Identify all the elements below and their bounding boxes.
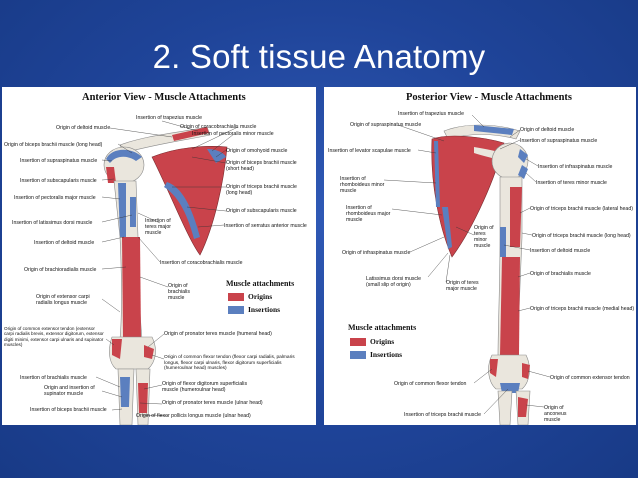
posterior-legend-origins-swatch <box>350 338 366 346</box>
label-insertion-teres-major: Insertion of teres major muscle <box>145 218 171 236</box>
anterior-legend-origins-swatch <box>228 293 244 301</box>
label-origin-pronator-teres-ulnar: Origin of pronator teres muscle (ulnar h… <box>162 400 263 406</box>
label-origin-biceps-short-head: Origin of biceps brachii muscle (short h… <box>226 160 297 172</box>
label-insertion-serratus-anterior: Insertion of serratus anterior muscle <box>224 223 307 229</box>
label-origin-fds-humeroulnar: Origin of flexor digitorum superficialis… <box>162 381 248 393</box>
posterior-legend-insertions-swatch <box>350 351 366 359</box>
label-origin-pronator-teres-humeral: Origin of pronator teres muscle (humeral… <box>164 331 272 337</box>
posterior-legend-insertions-label: Insertions <box>370 350 403 359</box>
label-insertion-pectoralis-major: Insertion of pectoralis major muscle <box>14 195 96 201</box>
posterior-legend-origins-label: Origins <box>370 337 395 346</box>
label-origin-triceps-lateral: Origin of triceps brachii muscle (latera… <box>530 206 633 212</box>
label-origin-brachioradialis: Origin of brachioradialis muscle <box>24 267 97 273</box>
label-origin-supraspinatus: Origin of supraspinatus muscle <box>350 122 422 128</box>
anterior-legend-insertions-swatch <box>228 306 244 314</box>
label-origin-anconeus: Origin of anconeus muscle <box>544 405 567 423</box>
posterior-view-title: Posterior View - Muscle Attachments <box>406 92 573 103</box>
label-insertion-brachialis: Insertion of brachialis muscle <box>20 375 87 381</box>
label-origin-brachialis: Origin of brachialis muscle <box>168 283 190 301</box>
label-origin-omohyoid: Origin of omohyoid muscle <box>226 148 288 154</box>
slide-title: 2. Soft tissue Anatomy <box>152 38 486 75</box>
label-insertion-coracobrachialis: Insertion of coracobrachialis muscle <box>160 260 243 266</box>
label-origin-fpl-ulnar: Origin of flexor pollicis longus muscle … <box>136 413 251 419</box>
label-insertion-deltoid: Insertion of deltoid muscle <box>34 240 95 246</box>
label-insertion-biceps: Insertion of biceps brachii muscle <box>30 407 107 413</box>
label-insertion-trapezius: Insertion of trapezius muscle <box>136 115 203 121</box>
anterior-legend-origins-label: Origins <box>248 292 273 301</box>
label-origin-common-flexor-tendon: Origin of common flexor tendon (flexor c… <box>164 355 295 372</box>
label-insertion-pectoralis-minor: Insertion of pectoralis minor muscle <box>192 131 274 137</box>
label-insertion-supraspinatus: Insertion of supraspinatus muscle <box>20 158 98 164</box>
anterior-humerus-illustration <box>95 120 239 425</box>
anterior-legend-insertions-label: Insertions <box>248 305 281 314</box>
label-origin-triceps-long-head: Origin of triceps brachii muscle (long h… <box>226 184 297 196</box>
label-insertion-triceps-post: Insertion of triceps brachii muscle <box>404 412 481 418</box>
label-origin-teres-major: Origin of teres major muscle <box>446 280 479 292</box>
label-insertion-rhomboideus-major: Insertion of rhomboideus major muscle <box>346 205 391 223</box>
label-origin-deltoid: Origin of deltoid muscle <box>56 125 111 131</box>
posterior-view-panel: Posterior View - Muscle Attachments <box>324 87 636 425</box>
label-insertion-infraspinatus: Insertion of infraspinatus muscle <box>538 164 613 170</box>
label-insertion-subscapularis: Insertion of subscapularis muscle <box>20 178 97 184</box>
label-origin-ecrl: Origin of extensor carpi radialis longus… <box>36 294 90 306</box>
label-origin-subscapularis: Origin of subscapularis muscle <box>226 208 297 214</box>
label-origin-biceps-long-head: Origin of biceps brachii muscle (long he… <box>4 142 103 148</box>
label-insertion-latissimus-dorsi: Insertion of latissimus dorsi muscle <box>12 220 93 226</box>
label-origin-brachialis-post: Origin of brachialis muscle <box>530 271 591 277</box>
posterior-humerus-illustration <box>383 114 551 425</box>
label-origin-triceps-long-post: Origin of triceps brachii muscle (long h… <box>532 233 631 239</box>
anterior-view-panel: Anterior View - Muscle Attachments <box>2 87 316 425</box>
label-origin-teres-minor: Origin of teres minor muscle <box>474 225 494 249</box>
label-insertion-teres-minor: Insertion of teres minor muscle <box>536 180 607 186</box>
label-origin-common-extensor-tendon: Origin of common extensor tendon (extens… <box>4 326 104 348</box>
label-latissimus-dorsi-slip: Latissimus dorsi muscle (small slip of o… <box>366 276 422 288</box>
label-insertion-levator-scapulae: Insertion of levator scapulae muscle <box>328 148 411 154</box>
anterior-legend-title: Muscle attachments <box>226 279 295 288</box>
label-origin-infraspinatus: Origin of infraspinatus muscle <box>342 250 411 256</box>
label-origin-common-extensor-post: Origin of common extensor tendon <box>550 375 630 381</box>
posterior-legend-title: Muscle attachments <box>348 323 417 332</box>
label-origin-coracobrachialis: Origin of coracobrachialis muscle <box>180 124 257 130</box>
label-insertion-rhomboideus-minor: Insertion of rhomboideus minor muscle <box>340 176 385 194</box>
label-origin-common-flexor-post: Origin of common flexor tendon <box>394 381 467 387</box>
label-insertion-supraspinatus-post: Insertion of supraspinatus muscle <box>520 138 598 144</box>
label-origin-insertion-supinator: Origin and insertion of supinator muscle <box>44 385 95 397</box>
anterior-view-title: Anterior View - Muscle Attachments <box>82 92 246 103</box>
label-insertion-trapezius-post: Insertion of trapezius muscle <box>398 111 465 117</box>
label-origin-triceps-medial: Origin of triceps brachii muscle (medial… <box>530 306 635 312</box>
label-origin-deltoid-post: Origin of deltoid muscle <box>520 127 575 133</box>
label-insertion-deltoid-post: Insertion of deltoid muscle <box>530 248 591 254</box>
